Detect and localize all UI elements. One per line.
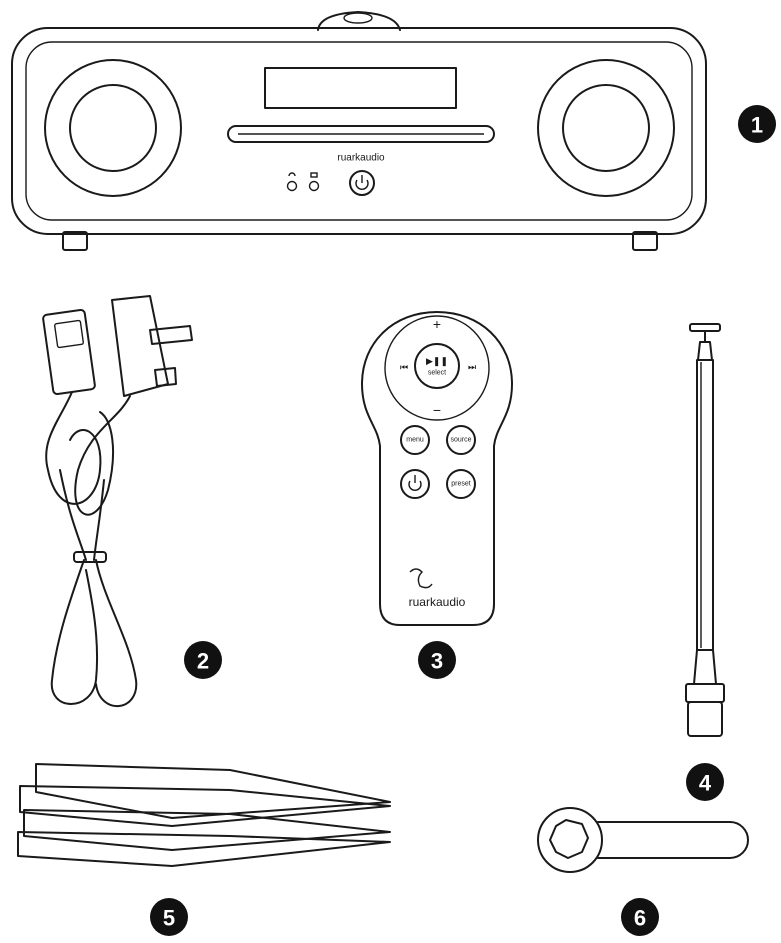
sheet-2 [19,785,391,827]
callout-2: 2 [184,641,222,679]
right-foot [632,231,658,251]
next-track-icon: ⏭ [468,362,476,372]
left-speaker-inner [69,84,157,172]
svg-text:5: 5 [163,906,175,931]
remote-power-button [400,469,430,499]
aerial-connector [687,701,723,737]
remote-play-select-button [414,343,460,389]
svg-text:2: 2 [197,649,209,674]
svg-text:source: source [450,437,471,444]
aerial-nut [685,683,725,703]
plug-pin-top [149,325,193,345]
iec-connector [42,308,96,396]
cable-tie [73,551,107,563]
aerial-joint [693,649,717,685]
headphone-icon [288,172,296,177]
plug-pin-bottom [154,367,177,387]
aux-icon [310,172,318,178]
radio-front-panel [25,41,693,221]
aerial-tip [689,323,721,332]
cd-slot [227,125,495,143]
spanner-head [537,807,603,873]
previous-track-icon: ⏮ [400,362,408,372]
svg-text:preset: preset [451,481,471,488]
power-button [349,170,375,196]
telescopic-aerial [685,323,725,737]
callout-6: 6 [621,898,659,936]
right-speaker-inner [562,84,650,172]
volume-down-label: − [433,402,441,418]
remote-source-button [446,425,476,455]
right-speaker [537,59,675,197]
sheet-1 [35,763,391,819]
aerial-rod [696,359,714,651]
callout-3: 3 [418,641,456,679]
headphone-socket [286,180,298,192]
documentation-sheets [17,763,391,867]
svg-text:6: 6 [634,906,646,931]
power-icon [355,179,369,190]
radio-unit: ruarkaudio [11,11,707,251]
ruark-logo-mark [409,568,433,589]
remote-nav-ring [384,315,490,421]
remote-power-icon [408,480,422,491]
callout-4: 4 [686,763,724,801]
radio-body [11,27,707,235]
display-window [264,67,457,109]
callout-1: 1 [738,105,776,143]
left-foot [62,231,88,251]
remote-preset-button [446,469,476,499]
svg-text:1: 1 [751,113,763,138]
power-cable [42,295,193,708]
spanner-socket [549,819,589,859]
callout-5: 5 [150,898,188,936]
spanner-handle [597,821,749,859]
remote-body [361,311,513,626]
spanner-tool [537,807,749,873]
play-select-label: select [428,370,446,377]
svg-text:3: 3 [431,649,443,674]
left-speaker [44,59,182,197]
remote-menu-button [400,425,430,455]
top-knob-cap [343,12,373,24]
volume-up-label: + [433,316,441,332]
mains-plug [111,295,169,397]
svg-text:menu: menu [406,437,424,444]
remote-logo: ruarkaudio [409,595,466,609]
remote-control: ▶❚❚ select + − ⏮ ⏭ menu source preset ru… [361,311,513,626]
sheet-4 [17,831,391,867]
device-logo: ruarkaudio [337,153,385,164]
top-control-knob [317,11,401,31]
svg-text:4: 4 [699,771,712,796]
svg-text:▶❚❚: ▶❚❚ [426,356,448,367]
aux-socket [308,180,320,192]
